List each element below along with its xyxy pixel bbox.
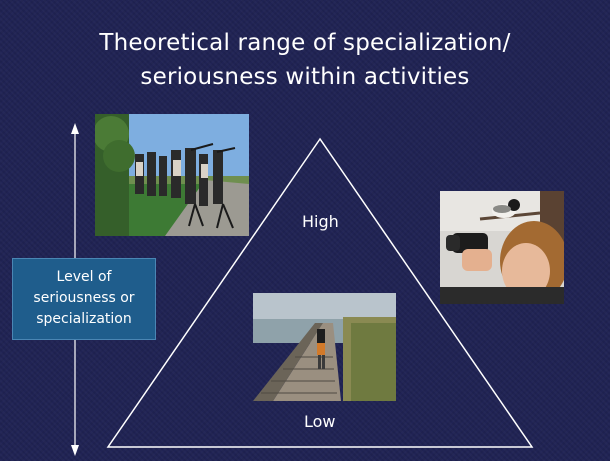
axis-label-line-1: Level of (56, 269, 112, 285)
triangle-low-label: Low (304, 412, 336, 431)
slide-title: Theoretical range of specialization/ ser… (40, 26, 570, 94)
title-line-2: seriousness within activities (140, 64, 470, 90)
triangle-high-label: High (302, 212, 339, 231)
title-line-1: Theoretical range of specialization/ (99, 30, 511, 56)
birding-group-photo (95, 114, 249, 236)
axis-label-line-2: seriousness or (33, 290, 135, 306)
specialization-triangle (106, 137, 534, 448)
seriousness-axis-label: Level of seriousness or specialization (12, 258, 156, 340)
child-binoculars-photo (440, 191, 564, 304)
axis-label-line-3: specialization (36, 311, 132, 327)
boardwalk-photo (253, 293, 396, 401)
